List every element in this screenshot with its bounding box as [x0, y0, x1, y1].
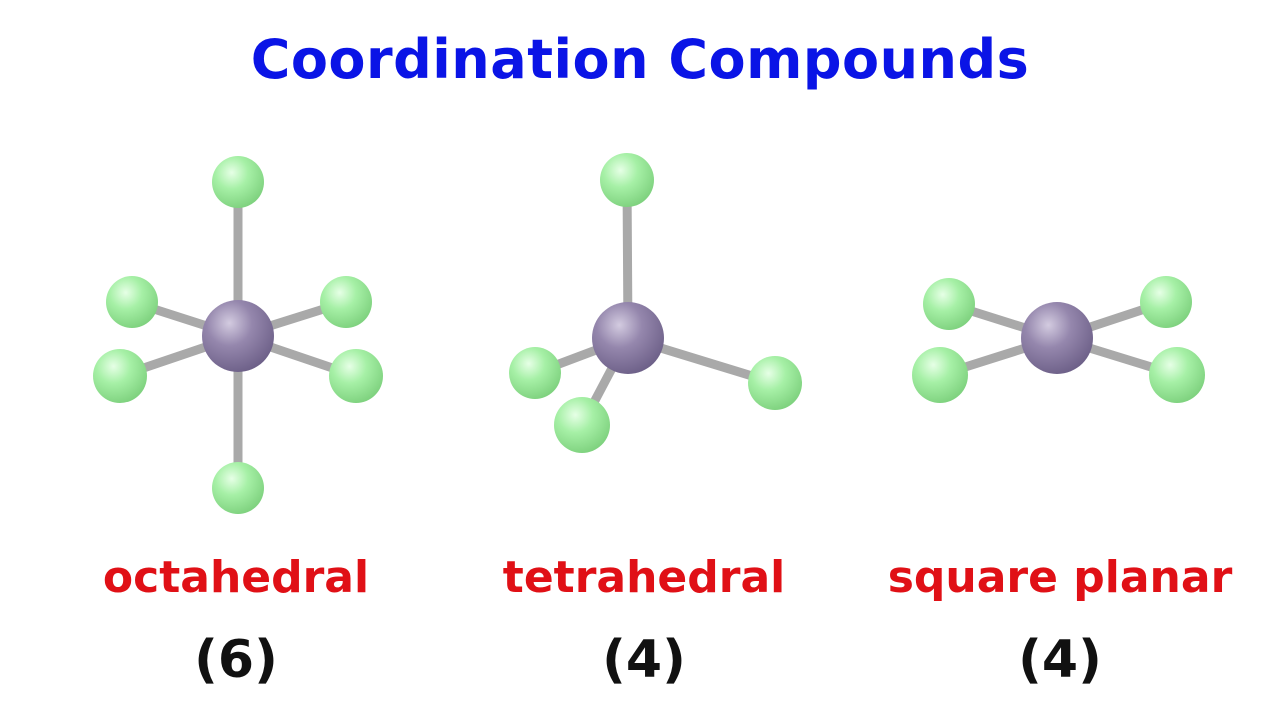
ligand-atom: [600, 153, 654, 207]
coordination-number-tetrahedral: (4): [602, 630, 686, 690]
tetrahedral-bonds: [530, 175, 780, 430]
geometry-label-square-planar: square planar: [887, 552, 1233, 603]
geometry-label-octahedral: octahedral: [102, 552, 370, 603]
ligand-atom: [212, 156, 264, 208]
central-atom: [1021, 302, 1093, 374]
ligand-atom: [923, 278, 975, 330]
ligand-atom: [93, 349, 147, 403]
tetrahedral-molecule: [509, 153, 802, 453]
ligand-atom: [748, 356, 802, 410]
ligand-atom: [320, 276, 372, 328]
ligand-atom: [554, 397, 610, 453]
coordination-number-octahedral: (6): [194, 630, 278, 690]
page-title: Coordination Compounds: [250, 28, 1030, 91]
ligand-atom: [1149, 347, 1205, 403]
ligand-atom: [212, 462, 264, 514]
ligand-atom: [912, 347, 968, 403]
ligand-atom: [329, 349, 383, 403]
octahedral-molecule: [93, 156, 383, 514]
central-atom: [592, 302, 664, 374]
central-atom: [202, 300, 274, 372]
geometry-label-tetrahedral: tetrahedral: [502, 552, 786, 603]
square-planar-molecule: [912, 276, 1205, 403]
coordination-number-square-planar: (4): [1018, 630, 1102, 690]
ligand-atom: [509, 347, 561, 399]
ligand-atom: [106, 276, 158, 328]
ligand-atom: [1140, 276, 1192, 328]
